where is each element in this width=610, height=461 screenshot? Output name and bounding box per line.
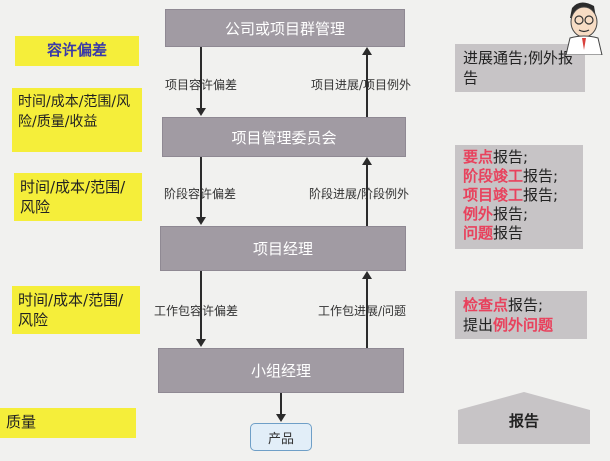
up-line-2 xyxy=(366,165,368,226)
report-arrow-shape xyxy=(458,392,590,444)
report-up-arrow: 报告 xyxy=(458,392,590,444)
up-arrowhead-3 xyxy=(362,271,372,279)
up-arrowhead-1 xyxy=(362,47,372,55)
down-line-1 xyxy=(200,47,202,109)
up-line-1 xyxy=(366,55,368,117)
team-manager-box: 小组经理 xyxy=(158,348,404,393)
down-arrowhead-1 xyxy=(196,108,206,116)
tolerance-level-3: 时间/成本/范围/风险 xyxy=(12,286,140,334)
product-arrowhead xyxy=(276,414,286,422)
flow-label-project-progress: 项目进展/项目例外 xyxy=(311,78,412,92)
report-level-2: 要点报告; 阶段竣工报告; 项目竣工报告; 例外报告; 问题报告 xyxy=(455,145,583,249)
down-arrowhead-2 xyxy=(196,217,206,225)
tolerance-level-4-text: 质量 xyxy=(6,413,37,431)
product-line xyxy=(280,393,282,415)
product-label: 产品 xyxy=(267,431,294,447)
report-exception: 例外报告; xyxy=(463,205,529,223)
project-board-box: 项目管理委员会 xyxy=(162,117,406,157)
company-label: 公司或项目群管理 xyxy=(224,19,345,38)
tolerance-level-1: 时间/成本/范围/风险/质量/收益 xyxy=(12,88,142,152)
report-checkpoint: 检查点报告; xyxy=(463,296,544,314)
product-box: 产品 xyxy=(250,423,312,451)
report-level-1: 进展通告;例外报告 xyxy=(455,44,585,92)
report-project-end: 项目竣工报告; xyxy=(463,186,559,204)
team-manager-label: 小组经理 xyxy=(250,362,311,380)
tolerance-header: 容许偏差 xyxy=(15,36,139,66)
cartoon-avatar xyxy=(550,0,610,56)
up-line-3 xyxy=(366,279,368,348)
down-arrowhead-3 xyxy=(196,339,206,347)
company-box: 公司或项目群管理 xyxy=(165,9,405,47)
project-board-label: 项目管理委员会 xyxy=(231,128,337,147)
flow-label-workpackage-tolerance: 工作包容许偏差 xyxy=(154,304,239,318)
flow-label-stage-progress: 阶段进展/阶段例外 xyxy=(309,187,410,201)
report-arrow-label: 报告 xyxy=(508,412,539,430)
project-manager-box: 项目经理 xyxy=(160,226,406,271)
flow-label-workpackage-progress: 工作包进展/问题 xyxy=(318,304,407,318)
tolerance-level-3-text: 时间/成本/范围/风险 xyxy=(18,291,124,329)
report-stage-end: 阶段竣工报告; xyxy=(463,167,559,185)
report-level-3: 检查点报告; 提出例外问题 xyxy=(455,291,587,339)
project-manager-label: 项目经理 xyxy=(252,240,313,258)
tolerance-level-2-text: 时间/成本/范围/风险 xyxy=(20,178,126,216)
report-highlight-report: 要点报告; xyxy=(463,148,529,166)
flow-label-project-tolerance: 项目容许偏差 xyxy=(165,78,238,92)
report-raise-exception: 提出例外问题 xyxy=(463,316,554,334)
report-level-1-text: 进展通告;例外报告 xyxy=(463,49,574,87)
tolerance-level-4: 质量 xyxy=(0,408,136,438)
report-issue: 问题报告 xyxy=(463,224,524,242)
tolerance-level-2: 时间/成本/范围/风险 xyxy=(14,173,142,221)
down-line-2 xyxy=(200,157,202,218)
down-line-3 xyxy=(200,271,202,340)
flow-label-stage-tolerance: 阶段容许偏差 xyxy=(164,187,237,201)
tolerance-level-1-text: 时间/成本/范围/风险/质量/收益 xyxy=(18,94,131,130)
up-arrowhead-2 xyxy=(362,157,372,165)
tolerance-header-label: 容许偏差 xyxy=(46,41,107,59)
